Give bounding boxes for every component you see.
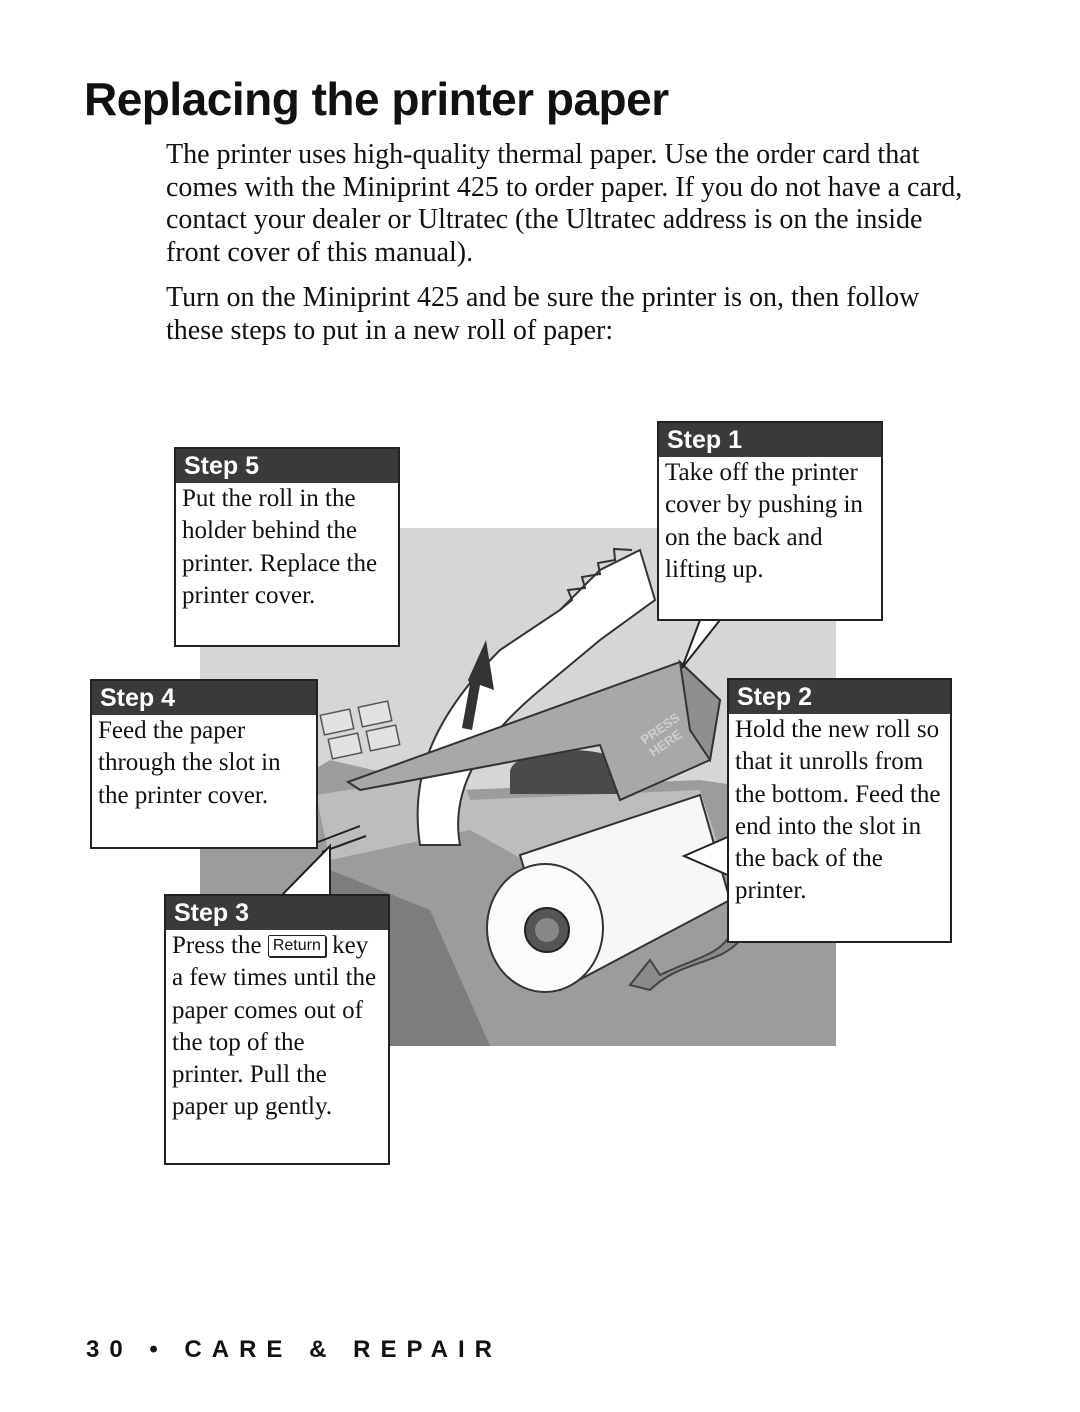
step4-text: Feed the paper through the slot in the p… (98, 717, 281, 809)
intro-paragraph: The printer uses high-quality thermal pa… (166, 139, 963, 268)
instructions-paragraph: Turn on the Miniprint 425 and be sure th… (166, 282, 920, 346)
page-title: Replacing the printer paper (84, 73, 669, 125)
torn-edge (559, 547, 633, 611)
step2-callout: Step 2 Hold the new roll so that it unro… (727, 678, 952, 943)
step5-heading: Step 5 (176, 449, 398, 483)
step1-callout: Step 1 Take off the printer cover by pus… (657, 421, 883, 621)
page-footer: 30 • CARE & REPAIR (86, 1336, 503, 1363)
step3-text: Press the Return key a few times until t… (166, 930, 388, 1128)
step3-heading: Step 3 (166, 896, 388, 930)
step4-callout: Step 4 Feed the paper through the slot i… (90, 679, 318, 849)
step3-text-after: key a few times until the paper comes ou… (172, 932, 377, 1121)
step1-text: Take off the printer cover by pushing in… (665, 459, 863, 583)
keypad-keys (319, 700, 401, 760)
step5-callout: Step 5 Put the roll in the holder behind… (174, 447, 400, 647)
step4-heading: Step 4 (92, 681, 316, 715)
step3-text-before: Press the (172, 932, 262, 959)
step5-text: Put the roll in the holder behind the pr… (182, 485, 378, 609)
step2-text: Hold the new roll so that it unrolls fro… (735, 716, 941, 905)
return-key-icon: Return (267, 935, 326, 957)
step2-heading: Step 2 (729, 680, 950, 714)
up-arrow (462, 640, 494, 730)
step1-heading: Step 1 (659, 423, 881, 457)
step3-callout: Step 3 Press the Return key a few times … (164, 894, 390, 1165)
